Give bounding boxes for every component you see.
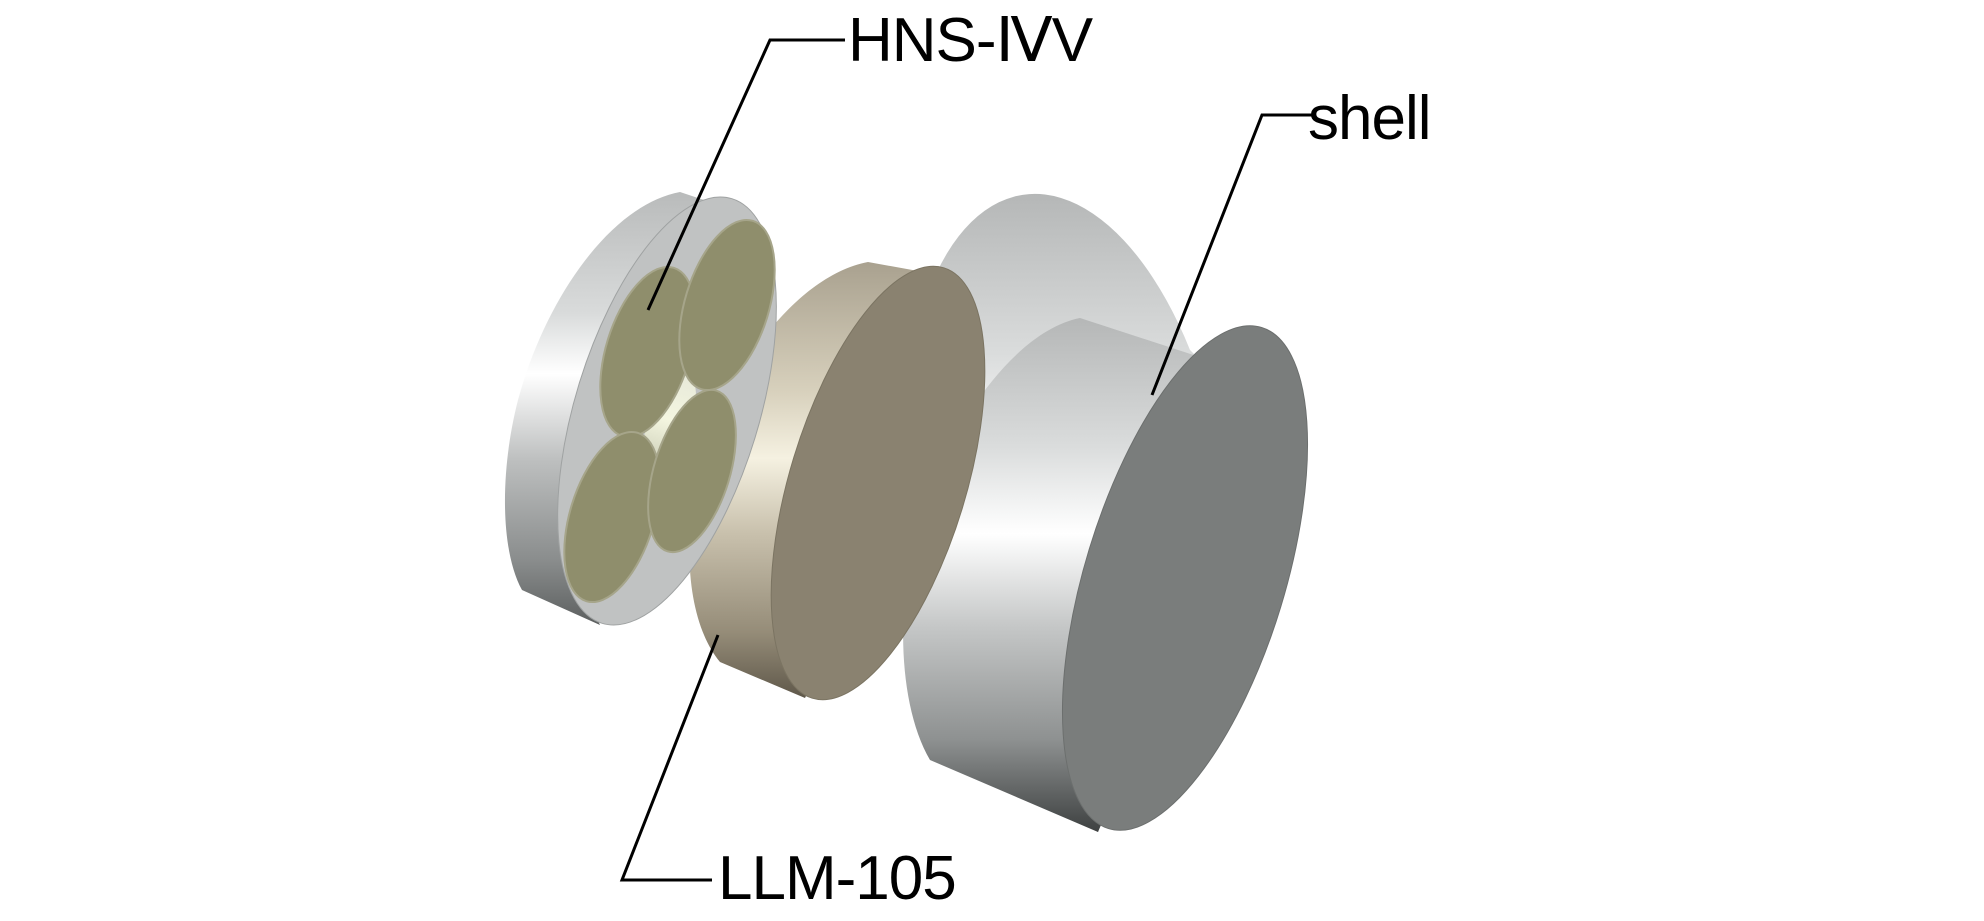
label-llm-105: LLM-105 [718,844,957,913]
label-shell: shell [1308,84,1432,153]
llm-end-face [770,265,986,701]
hns-pellet-4 [647,388,737,554]
hns-pellet-2 [678,218,776,392]
hns-leader-line [646,38,845,311]
llm-leader-line [619,634,720,882]
shell-leader-line [1150,113,1315,396]
label-hns-iv: HNS-ⅣV [848,6,1093,75]
hns-iv-holder [504,192,777,626]
shell-end-face [1061,325,1309,831]
